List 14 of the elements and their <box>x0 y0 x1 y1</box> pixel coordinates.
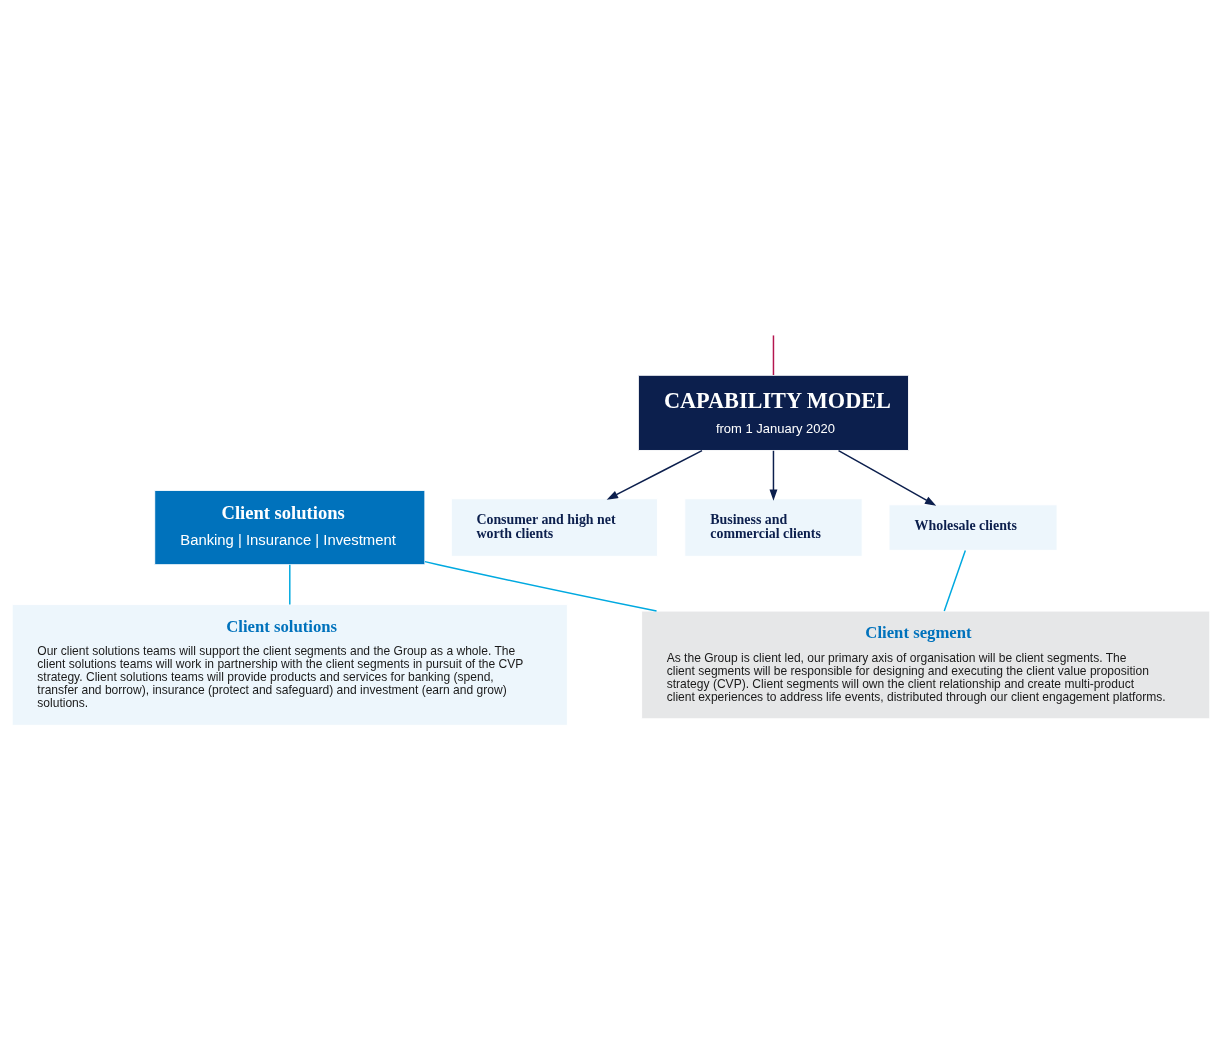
node-box: Business and commercial clients <box>684 497 863 557</box>
node-box: CAPABILITY MODEL from 1 January 2020 <box>637 374 909 451</box>
connector <box>943 549 967 612</box>
connector <box>289 563 291 605</box>
arrow <box>769 449 778 501</box>
node-box: Client segment As the Group is client led, our primary axis of organisation will be client segments. The client segments will be responsible for designing and executing the client value proposition strategy (CVP). Client segments will own the client relationship and create multi-product client experiences to address life events, distributed through our client engagement platforms. <box>641 610 1211 719</box>
arrow <box>606 449 703 500</box>
arrow <box>837 449 937 506</box>
node-box: Client solutions Banking | Insurance | Investment <box>154 489 426 565</box>
node-box: Consumer and high net worth clients <box>450 497 658 557</box>
connector <box>772 334 775 376</box>
node-box: Client solutions Our client solutions teams will support the client segments and the Group as a whole. The client solutions teams will work in partnership with the client segments in pursuit of the CVP strategy. Client solutions teams will provide products and services for banking (spend, transfer and borrow), insurance (protect and safeguard) and investment (earn and grow) solutions. <box>11 603 568 726</box>
node-box: Wholesale clients <box>888 503 1058 551</box>
connector <box>424 560 658 612</box>
